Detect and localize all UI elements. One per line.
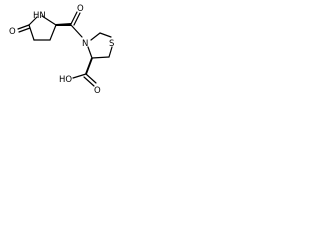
atom-labels: HN O O N S O HO — [9, 4, 114, 96]
bond-n-ch2 — [90, 32, 101, 41]
bond-carbonyl-n — [70, 24, 83, 38]
bond-n1-c2 — [41, 15, 57, 26]
atom-label-pyrrolidone-o: O — [9, 27, 16, 37]
pyrrolidone-ring — [17, 15, 57, 41]
atom-label-acid-oh: HO — [59, 75, 72, 85]
atom-label-acid-o: O — [94, 86, 101, 96]
bond-c4-c5 — [28, 24, 35, 41]
amide-linker — [56, 11, 83, 38]
bond-ch2-ch — [91, 56, 110, 59]
thiazolidine-ring — [87, 32, 113, 59]
stereo-wedge-pyrrolidone — [56, 23, 71, 26]
atom-label-pyrrolidone-nh: HN — [33, 11, 46, 21]
bond-c5-o-b — [18, 27, 31, 33]
bond-acid-c-oh — [72, 73, 87, 79]
chemical-structure-diagram: HN O O N S O HO — [9, 4, 114, 96]
bond-ch-n — [87, 46, 93, 59]
carboxylic-acid — [72, 58, 97, 87]
bond-c5-o-a — [17, 24, 30, 30]
bond-ch2-s — [99, 32, 112, 38]
atom-label-thiazolidine-s: S — [109, 39, 114, 49]
bond-s-ch2 — [108, 46, 113, 58]
bond-acid-c-o-a — [85, 73, 97, 84]
bond-carbonyl-up-b — [73, 12, 81, 26]
atom-label-thiazolidine-n: N — [82, 39, 88, 49]
bond-carbonyl-up-a — [70, 11, 78, 25]
stereo-wedge-thiazolidine — [85, 58, 93, 74]
atom-label-amide-o: O — [77, 4, 84, 14]
bond-acid-c-o-b — [83, 76, 95, 87]
bond-c2-c3 — [49, 24, 57, 41]
bond-c5-n1 — [28, 16, 38, 26]
